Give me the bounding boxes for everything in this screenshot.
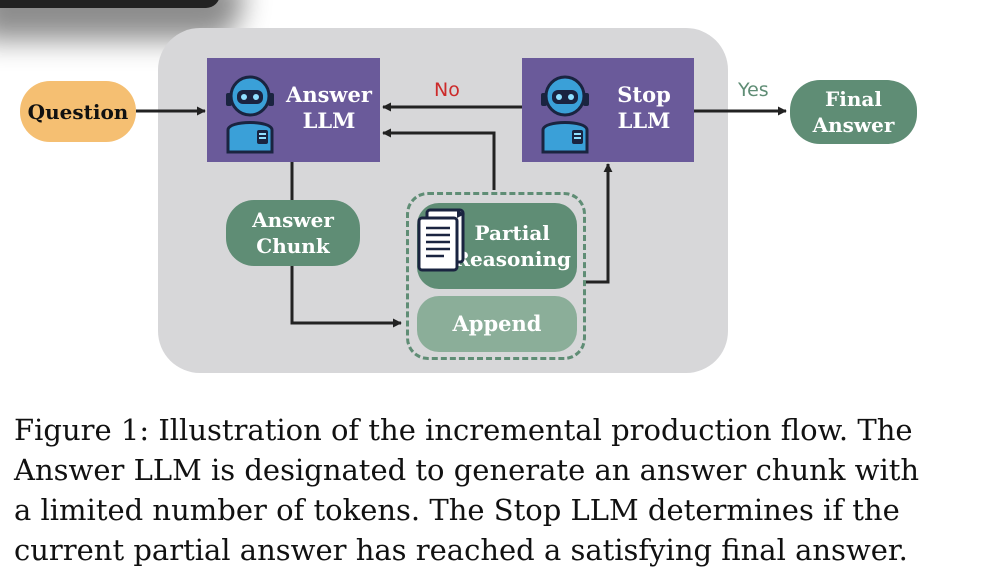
final-answer-label-line2: Answer bbox=[812, 113, 895, 137]
caption-line-2: Answer LLM is designated to generate an … bbox=[14, 453, 920, 487]
answer-chunk-label-line2: Chunk bbox=[256, 234, 330, 258]
arrow-chunk-to-append bbox=[290, 266, 402, 328]
stop-llm-label-line2: LLM bbox=[617, 108, 671, 133]
answer-llm-node: Answer LLM bbox=[207, 58, 380, 162]
arrow-partial-to-answer-llm bbox=[382, 128, 496, 190]
window-shadow bbox=[0, 0, 220, 8]
final-answer-node: Final Answer bbox=[790, 80, 917, 144]
yes-label: Yes bbox=[738, 79, 769, 101]
stop-llm-node: Stop LLM bbox=[522, 58, 694, 162]
append-label: Append bbox=[452, 311, 542, 336]
figure-caption: Figure 1: Illustration of the incrementa… bbox=[14, 410, 984, 570]
no-label: No bbox=[434, 79, 460, 101]
question-node: Question bbox=[20, 81, 136, 142]
stop-llm-label-line1: Stop bbox=[617, 82, 671, 107]
partial-reasoning-group bbox=[406, 192, 586, 360]
final-answer-label-line1: Final bbox=[825, 87, 882, 111]
robot-icon bbox=[541, 75, 589, 154]
caption-line-4: current partial answer has reached a sat… bbox=[14, 533, 908, 567]
partial-reasoning-label-line2: Reasoning bbox=[453, 247, 571, 271]
caption-line-1: Figure 1: Illustration of the incrementa… bbox=[14, 413, 913, 447]
answer-llm-label-line2: LLM bbox=[302, 108, 356, 133]
partial-reasoning-label-line1: Partial bbox=[474, 221, 550, 245]
append-node: Append bbox=[417, 296, 577, 352]
question-label: Question bbox=[27, 99, 129, 124]
document-icon bbox=[417, 208, 465, 272]
caption-line-3: a limited number of tokens. The Stop LLM… bbox=[14, 493, 900, 527]
connectors bbox=[136, 102, 787, 328]
robot-icon bbox=[226, 75, 274, 154]
arrow-reasoning-to-stop-llm bbox=[586, 163, 613, 284]
answer-chunk-node: Answer Chunk bbox=[226, 200, 360, 266]
answer-llm-label-line1: Answer bbox=[286, 82, 372, 107]
answer-chunk-label-line1: Answer bbox=[252, 208, 334, 232]
